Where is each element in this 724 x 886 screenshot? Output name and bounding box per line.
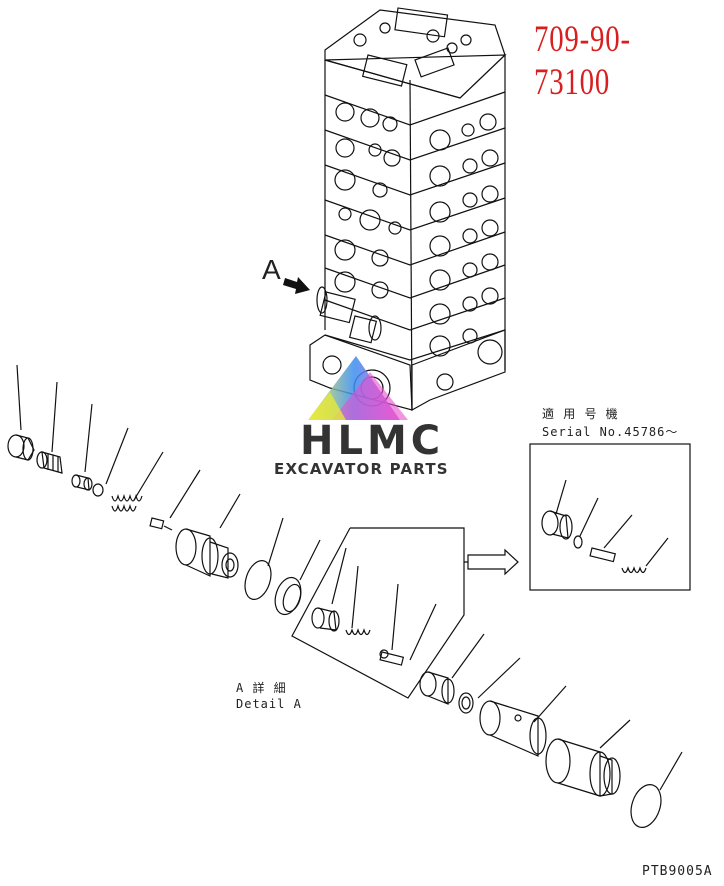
- part-o-ring-stack: [36, 381, 63, 474]
- part-spring: [111, 451, 164, 512]
- brand-logo-mark: [308, 356, 408, 420]
- lower-housing: [309, 329, 506, 412]
- part-washer: [458, 657, 521, 714]
- exploded-parts: [7, 364, 683, 828]
- part-poppet: [149, 469, 201, 531]
- brand-tagline: EXCAVATOR PARTS: [274, 460, 449, 478]
- brand-name: HLMC: [300, 418, 445, 464]
- part-spool: [419, 633, 485, 705]
- serial-number: Serial No.45786～: [542, 425, 679, 439]
- serial-variant-box: [529, 443, 691, 591]
- part-small-plug: [71, 403, 93, 491]
- part-plug-nut: [7, 364, 35, 461]
- check-valve-installed: [316, 286, 382, 344]
- view-a-arrow: [283, 277, 310, 294]
- part-o-ring-small: [92, 427, 129, 497]
- serial-label-jp: 適 用 号 機: [542, 407, 619, 421]
- detail-a-label-en: Detail A: [236, 697, 302, 711]
- control-valve-assembly: [309, 7, 507, 412]
- view-a-label: A: [262, 254, 281, 285]
- part-cap: [545, 719, 631, 797]
- detail-a-group: [291, 527, 519, 699]
- part-number: 709-90-73100: [534, 19, 631, 103]
- part-sleeve: [479, 685, 567, 757]
- part-valve-body: [175, 493, 241, 579]
- part-backup-ring: [244, 517, 284, 600]
- valve-ports: [334, 102, 499, 357]
- valve-sections: [324, 91, 506, 361]
- detail-a-label-jp: A 詳 細: [236, 681, 287, 695]
- figure-code: PTB9005A: [642, 864, 713, 879]
- part-end-o-ring: [630, 751, 683, 828]
- part-seal-ring: [274, 539, 321, 616]
